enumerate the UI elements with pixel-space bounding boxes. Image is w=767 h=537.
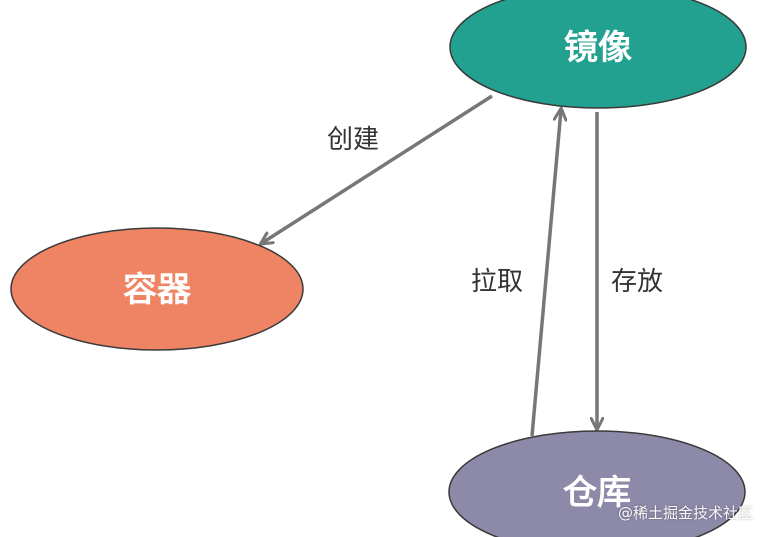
pull-arrow [530,110,561,437]
image-node [449,0,747,109]
create-arrow [262,94,493,243]
container-node-label: 容器 [123,270,192,310]
create-edge-label: 创建 [327,125,379,155]
repository-node [448,430,746,537]
pull-edge-label: 拉取 [471,267,523,297]
image-node-label: 镜像 [564,28,632,68]
watermark-text: @稀土掘金技术社区 [617,504,753,522]
store-edge-label: 存放 [611,267,663,297]
container-node [10,227,304,351]
repository-node-label: 仓库 [563,473,631,513]
